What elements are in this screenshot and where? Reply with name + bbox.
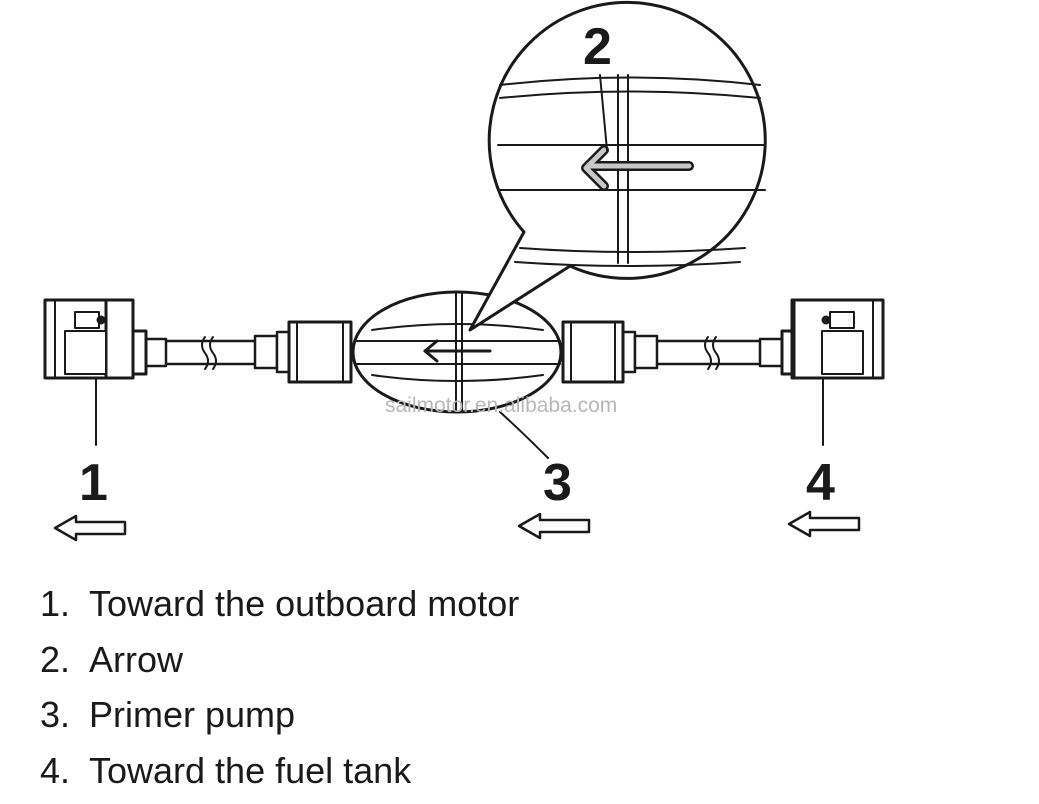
magnified-arrow-icon (581, 145, 694, 191)
legend-item: 4. Toward the fuel tank (40, 743, 1020, 799)
connector-right (780, 298, 885, 380)
legend-text: Primer pump (89, 694, 296, 735)
legend-number: 2. (40, 638, 71, 680)
pump-flow-arrow-icon (423, 339, 492, 363)
flow-arrow-icon (53, 514, 127, 542)
legend-text: Arrow (89, 638, 184, 680)
fuel-hose-right (621, 330, 784, 374)
legend-item: 2. Arrow (40, 632, 1020, 688)
flow-arrow-icon (787, 510, 861, 538)
leader-lines (95, 74, 824, 459)
legend-item: 1. Toward the outboard motor (40, 576, 1020, 632)
flow-arrow-icon (517, 512, 591, 540)
legend-text: Toward the outboard motor (89, 583, 520, 624)
fuel-hose-left (144, 330, 291, 374)
legend-list: 1. Toward the outboard motor 2. Arrow 3.… (40, 576, 1020, 798)
legend-number: 1. (40, 583, 71, 624)
legend-item: 3. Primer pump (40, 687, 1020, 743)
connector-left (43, 298, 148, 380)
watermark-text: sailmotor.en.alibaba.com (385, 394, 617, 417)
legend-number: 4. (40, 749, 71, 791)
legend-number: 3. (40, 694, 71, 735)
callout-4: 4 (806, 454, 835, 512)
callout-1: 1 (79, 454, 108, 512)
legend-text: Toward the fuel tank (89, 749, 412, 791)
callout-2: 2 (583, 18, 612, 76)
fuel-line-diagram: 1 2 3 4 sailmotor.en.alibaba.com (43, 1, 885, 542)
callout-3: 3 (543, 454, 572, 512)
